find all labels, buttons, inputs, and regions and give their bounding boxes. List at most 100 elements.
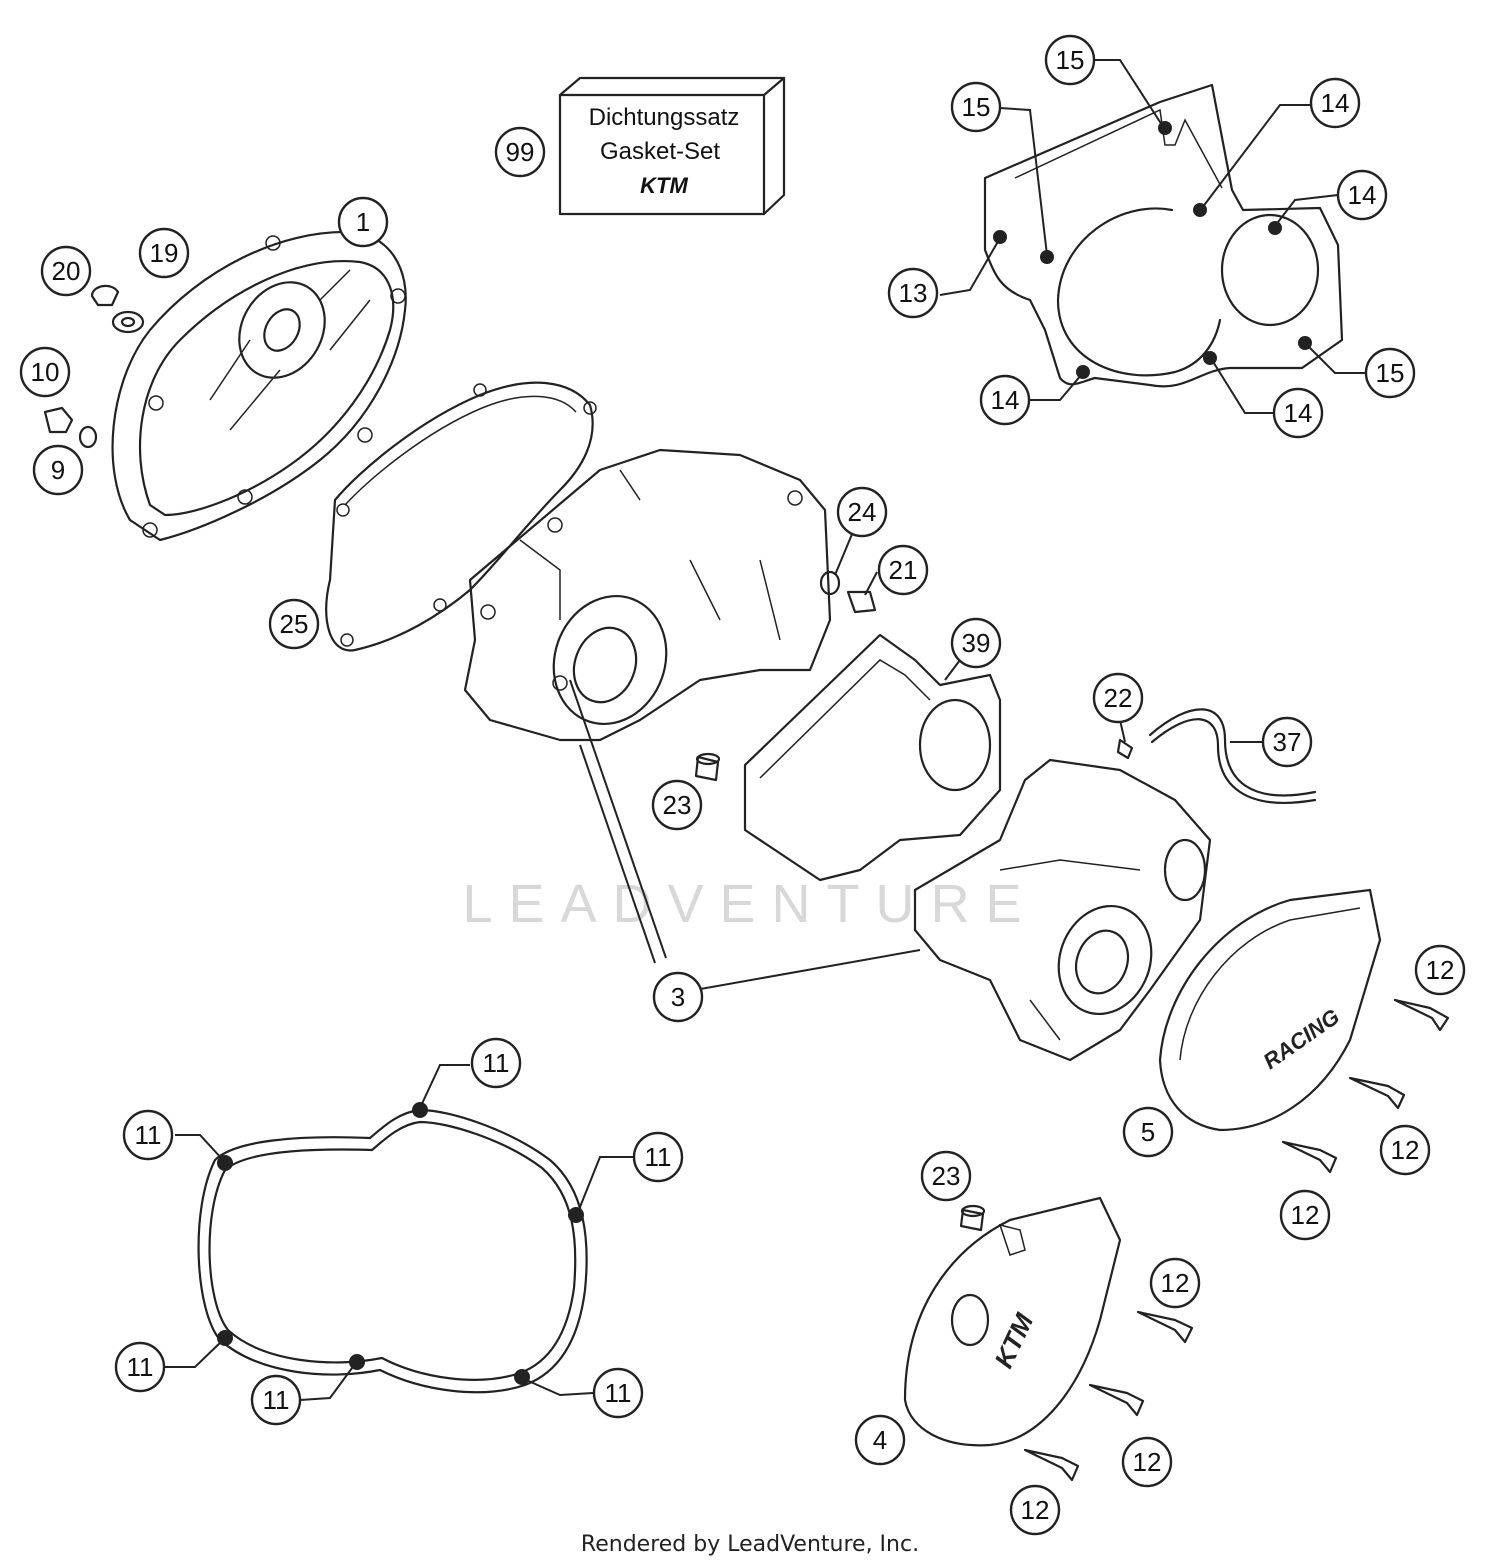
svg-text:13: 13 xyxy=(899,278,928,308)
cylinder-base-gasket xyxy=(743,633,1002,882)
callout-11-b: 11 xyxy=(122,1109,174,1161)
svg-text:14: 14 xyxy=(1321,88,1350,118)
svg-text:14: 14 xyxy=(991,385,1020,415)
svg-text:99: 99 xyxy=(506,137,535,167)
clutch-cover: RACING xyxy=(1158,888,1382,1132)
svg-text:11: 11 xyxy=(127,1352,154,1382)
callout-3: 3 xyxy=(652,971,704,1023)
callout-23-upper: 23 xyxy=(651,779,703,831)
callout-11-e: 11 xyxy=(250,1374,302,1426)
callout-12-e: 12 xyxy=(1121,1436,1173,1488)
svg-text:15: 15 xyxy=(1056,45,1085,75)
dowel-pin-upper xyxy=(694,752,721,782)
callout-4: 4 xyxy=(854,1414,906,1466)
callout-23-lower: 23 xyxy=(920,1150,972,1202)
svg-text:3: 3 xyxy=(671,982,685,1012)
callout-9: 9 xyxy=(32,444,84,496)
callout-24: 24 xyxy=(836,486,888,538)
callout-11-a: 11 xyxy=(470,1037,522,1089)
callout-39: 39 xyxy=(950,617,1002,669)
callout-12-b: 12 xyxy=(1379,1124,1431,1176)
crankcase-half-left xyxy=(463,448,832,742)
svg-text:39: 39 xyxy=(962,628,991,658)
callout-11-d: 11 xyxy=(114,1341,166,1393)
footer-credit: Rendered by LeadVenture, Inc. xyxy=(580,1532,920,1557)
svg-text:24: 24 xyxy=(848,497,877,527)
callout-14-a: 14 xyxy=(1309,77,1361,129)
callout-14-d: 14 xyxy=(1272,387,1324,439)
cylinder-head-gasket-group xyxy=(983,83,1344,388)
ktm-logo: KTM xyxy=(640,173,688,198)
svg-text:12: 12 xyxy=(1291,1200,1320,1230)
svg-text:20: 20 xyxy=(52,256,81,286)
svg-text:9: 9 xyxy=(51,455,65,485)
callout-14-b: 14 xyxy=(1336,169,1388,221)
crankcase-half-right xyxy=(913,758,1212,1062)
svg-text:22: 22 xyxy=(1104,683,1133,713)
ignition-cover xyxy=(111,230,407,542)
callout-labels: 99 1 19 20 10 9 25 24 21 39 22 37 23 3 1… xyxy=(19,34,1466,1536)
callout-11-f: 11 xyxy=(592,1367,644,1419)
svg-text:23: 23 xyxy=(932,1161,961,1191)
callout-1: 1 xyxy=(337,196,389,248)
svg-text:25: 25 xyxy=(280,609,309,639)
svg-text:4: 4 xyxy=(873,1425,887,1455)
callout-15-a: 15 xyxy=(1044,34,1096,86)
svg-text:11: 11 xyxy=(645,1142,672,1172)
svg-text:37: 37 xyxy=(1273,727,1302,757)
callout-15-c: 15 xyxy=(1364,347,1416,399)
svg-text:12: 12 xyxy=(1426,955,1455,985)
svg-text:12: 12 xyxy=(1161,1268,1190,1298)
svg-text:21: 21 xyxy=(889,555,918,585)
svg-text:12: 12 xyxy=(1391,1135,1420,1165)
callout-22: 22 xyxy=(1092,672,1144,724)
callout-12-f: 12 xyxy=(1009,1484,1061,1536)
callout-10: 10 xyxy=(19,346,71,398)
water-pump-cover: KTM xyxy=(903,1196,1122,1447)
leader-lines xyxy=(165,59,1365,1401)
callout-11-c: 11 xyxy=(632,1131,684,1183)
svg-text:15: 15 xyxy=(962,92,991,122)
callout-15-b: 15 xyxy=(950,81,1002,133)
callout-13: 13 xyxy=(887,267,939,319)
gasket-set-label-en: Gasket-Set xyxy=(600,138,720,165)
svg-text:14: 14 xyxy=(1348,180,1377,210)
svg-text:5: 5 xyxy=(1141,1117,1155,1147)
dowel-pin-lower xyxy=(959,1204,986,1232)
callout-5: 5 xyxy=(1122,1106,1174,1158)
svg-text:1: 1 xyxy=(356,207,370,237)
svg-text:11: 11 xyxy=(263,1385,290,1415)
screw-and-washer-parts xyxy=(43,284,145,449)
callout-99: 99 xyxy=(494,126,546,178)
callout-14-c: 14 xyxy=(979,374,1031,426)
svg-text:10: 10 xyxy=(31,357,60,387)
callout-12-d: 12 xyxy=(1149,1257,1201,1309)
svg-text:23: 23 xyxy=(663,790,692,820)
watermark-text: LEADVENTURE xyxy=(462,874,1037,934)
svg-text:15: 15 xyxy=(1376,358,1405,388)
callout-37: 37 xyxy=(1261,716,1313,768)
ktm-cover-logo: KTM xyxy=(988,1308,1040,1373)
breather-hose-parts xyxy=(1116,708,1317,804)
crankcase-gasket xyxy=(325,381,597,652)
callout-12-a: 12 xyxy=(1414,944,1466,996)
drain-plug-parts xyxy=(819,570,877,614)
callout-25: 25 xyxy=(268,598,320,650)
svg-text:12: 12 xyxy=(1133,1447,1162,1477)
callout-21: 21 xyxy=(877,544,929,596)
svg-text:14: 14 xyxy=(1284,398,1313,428)
svg-text:12: 12 xyxy=(1021,1495,1050,1525)
callout-19: 19 xyxy=(138,227,190,279)
racing-logo-text: RACING xyxy=(1259,1004,1344,1074)
svg-text:11: 11 xyxy=(605,1378,632,1408)
clutch-cover-gasket xyxy=(197,1102,588,1394)
svg-text:11: 11 xyxy=(135,1120,162,1150)
gasket-set-label-de: Dichtungssatz xyxy=(589,104,740,131)
svg-text:11: 11 xyxy=(483,1048,510,1078)
callout-20: 20 xyxy=(40,245,92,297)
callout-12-c: 12 xyxy=(1279,1189,1331,1241)
svg-text:19: 19 xyxy=(150,238,179,268)
cover-bolts xyxy=(1023,998,1450,1482)
gasket-set-box: Dichtungssatz Gasket-Set KTM xyxy=(558,76,786,216)
